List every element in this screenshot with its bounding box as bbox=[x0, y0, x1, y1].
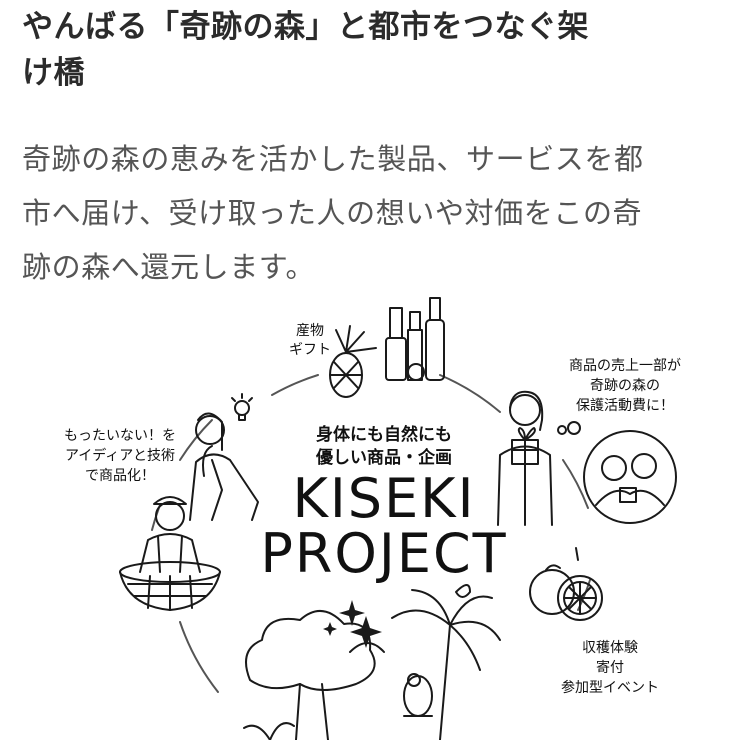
article-lead: 奇跡の森の恵みを活かした製品、サービスを都市へ届け、受け取った人の想いや対価をこ… bbox=[22, 132, 712, 294]
thought-bubbles-icon bbox=[557, 421, 581, 435]
label-mottainai-line-3: で商品化！ bbox=[85, 468, 155, 484]
basket-icon bbox=[119, 561, 221, 611]
article-headline: やんばる「奇跡の森」と都市をつなぐ架け橋 bbox=[22, 4, 722, 96]
lead-line-3: 跡の森へ還元します。 bbox=[22, 250, 316, 284]
leafy-plant-icon bbox=[243, 722, 295, 740]
label-experience-line-2: 寄付 bbox=[596, 659, 624, 676]
pineapple-icon bbox=[329, 325, 377, 398]
project-title-line-2: PROJECT bbox=[260, 522, 507, 585]
headline-line-2: け橋 bbox=[22, 55, 85, 91]
wildlife-bird-icon bbox=[403, 673, 433, 717]
label-sales-line-2: 奇跡の森の bbox=[590, 377, 660, 394]
palm-tree-icon bbox=[391, 584, 501, 740]
citrus-fruits-icon bbox=[529, 547, 603, 621]
label-mottainai-line-1: もったいない！を bbox=[64, 428, 176, 444]
lead-line-1: 奇跡の森の恵みを活かした製品、サービスを都 bbox=[22, 142, 644, 176]
headline-line-1: やんばる「奇跡の森」と都市をつなぐ架 bbox=[22, 9, 589, 45]
label-sales-line-1: 商品の売上一部が bbox=[569, 358, 681, 374]
label-sales-line-3: 保護活動費に！ bbox=[576, 398, 674, 414]
kiseki-project-illustration: 産物 ギフト 身体にも自然にも 優しい商品・企画 KISEKI PROJECT … bbox=[64, 297, 681, 740]
lightbulb-icon bbox=[231, 393, 253, 421]
label-mottainai-line-2: アイディアと技術 bbox=[65, 447, 175, 464]
cosmetic-bottles-icon bbox=[385, 297, 445, 381]
label-experience-line-3: 参加型イベント bbox=[561, 679, 659, 696]
thinking-woman-icon bbox=[189, 412, 259, 521]
center-line-1: 身体にも自然にも bbox=[316, 424, 452, 445]
project-title-line-1: KISEKI bbox=[292, 467, 475, 530]
label-products-line-1: 産物 bbox=[296, 323, 324, 339]
label-experience-line-1: 収穫体験 bbox=[582, 640, 638, 656]
lead-line-2: 市へ届け、受け取った人の想いや対価をこの奇 bbox=[22, 196, 643, 230]
farmer-with-basket-icon bbox=[139, 496, 201, 573]
elderly-couple-icon bbox=[583, 430, 677, 524]
forest-trees-icon bbox=[245, 610, 385, 740]
gift-box-icon bbox=[511, 427, 539, 465]
label-products-line-2: ギフト bbox=[289, 342, 331, 358]
center-line-2: 優しい商品・企画 bbox=[315, 447, 452, 468]
